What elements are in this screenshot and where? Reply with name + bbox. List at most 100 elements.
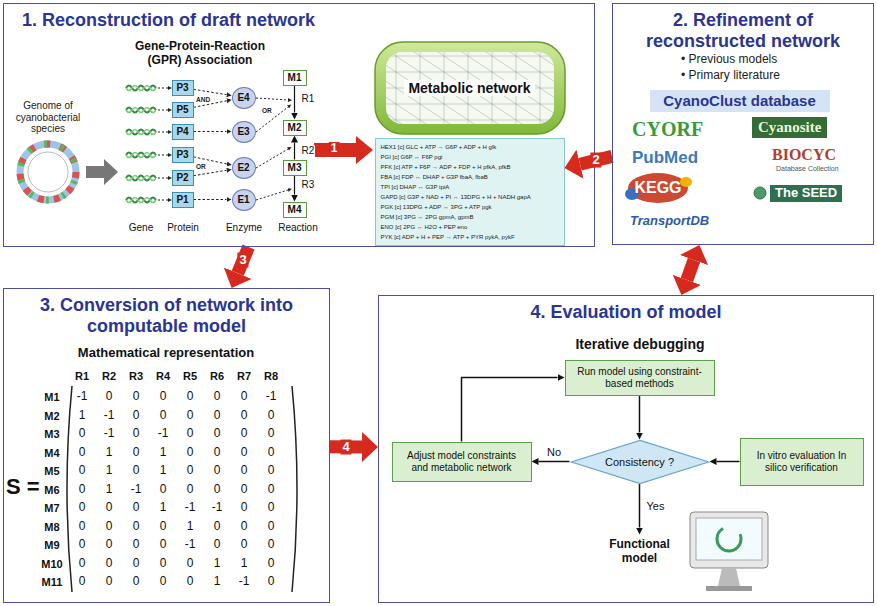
matrix-cell: 0 [106, 538, 113, 552]
matrix-cell: -1 [158, 427, 169, 441]
matrix-cell: 0 [241, 446, 248, 460]
node-text: Adjust model constraints and metabolic n… [401, 450, 523, 474]
step-number: 1 [329, 142, 340, 156]
column-label: Enzyme [226, 222, 262, 234]
edge-label: No [546, 446, 562, 459]
edge-label: 3 [238, 253, 249, 268]
matrix-header: M6 [44, 484, 59, 497]
matrix-cell: -1 [104, 427, 115, 441]
matrix-cell: -1 [104, 409, 115, 423]
matrix-cell: 0 [214, 446, 221, 460]
node-text: M4 [288, 204, 302, 215]
database-logo: PubMed [632, 148, 698, 168]
enzyme-circle: E3 [232, 121, 256, 143]
matrix-cell: 1 [214, 575, 221, 589]
node-text: HEX1 [c] GLC + ATP → G6P + ADP + H glk [381, 142, 559, 152]
matrix-header: M10 [41, 558, 62, 571]
matrix-cell: 0 [268, 464, 275, 478]
matrix-cell: 0 [214, 427, 221, 441]
database-logo: TransportDB [630, 214, 709, 229]
matrix-cell: 0 [187, 409, 194, 423]
protein-box: P5 [172, 102, 194, 118]
gpr-arrow [194, 131, 227, 132]
flow-arrow [539, 461, 570, 463]
matrix-cell: 0 [214, 520, 221, 534]
computer-icon [690, 512, 768, 568]
matrix-cell: 0 [241, 427, 248, 441]
matrix-cell: 0 [160, 390, 167, 404]
kegg-logo [680, 177, 692, 187]
matrix-header: M3 [44, 428, 59, 441]
enzyme-arrow [256, 98, 288, 100]
enzyme-arrow [256, 190, 288, 200]
reaction-arrow [294, 143, 295, 160]
matrix-cell: 0 [106, 520, 113, 534]
node-text: P3 [176, 82, 188, 93]
matrix-header: M11 [42, 576, 63, 589]
matrix-cell: 0 [133, 538, 140, 552]
matrix-cell: 0 [268, 409, 275, 423]
matrix-cell: -1 [185, 538, 196, 552]
matrix-cell: 1 [160, 501, 167, 515]
node-text: E4 [237, 92, 249, 103]
matrix-cell: 0 [187, 575, 194, 589]
diamond-outline [571, 440, 708, 483]
matrix-cell: 0 [268, 483, 275, 497]
node-text: ENO [c] 2PG ↔ H2O + PEP eno [381, 222, 559, 232]
flow-arrow [717, 461, 740, 463]
logic-label: AND [196, 96, 210, 103]
matrix-cell: 0 [133, 557, 140, 571]
flow-arrow [639, 396, 641, 433]
database-logo: The SEED [770, 185, 842, 202]
matrix-cell: 0 [268, 557, 275, 571]
database-logo: Cyanosite [752, 117, 827, 138]
flow-arrow [639, 484, 641, 528]
node-text: TPI [c] DHAP ↔ G3P tpiA [381, 182, 559, 192]
matrix-cell: 0 [160, 520, 167, 534]
matrix-header: M2 [44, 410, 59, 423]
genome-circle [20, 144, 76, 200]
matrix-cell: -1 [185, 501, 196, 515]
gpr-arrow [194, 199, 227, 200]
edge-label: 2 [590, 153, 601, 168]
panel-title: 3. Conversion of network into computable… [14, 295, 319, 336]
protein-box: P1 [172, 192, 194, 208]
matrix-cell: 0 [214, 464, 221, 478]
matrix-cell: 0 [133, 575, 140, 589]
genome-circle [20, 144, 76, 200]
metabolite-box: M3 [283, 160, 307, 176]
node-text: P4 [176, 126, 188, 137]
node-text: In vitro evaluation In silico verificati… [749, 450, 855, 474]
gene-arrow [158, 110, 168, 111]
database-box: CyanoClust database [650, 90, 830, 112]
gpr-arrow [194, 89, 227, 94]
panel-title: 1. Reconstruction of draft network [14, 10, 584, 31]
column-label: Gene [129, 222, 153, 234]
computer-screen [696, 518, 762, 560]
reaction-arrow [294, 176, 295, 195]
gene-icon [126, 198, 156, 203]
matrix-cell: 0 [241, 520, 248, 534]
panel-title: 2. Refinement of reconstructed network [623, 10, 863, 51]
step-panel: 1. Reconstruction of draft networkP3P5P4… [3, 3, 595, 247]
matrix-cell: 0 [241, 538, 248, 552]
matrix-header: R4 [156, 370, 170, 383]
matrix-cell: 0 [187, 557, 194, 571]
node-text: CyanoClust database [663, 92, 816, 109]
matrix-cell: 0 [79, 427, 86, 441]
matrix-cell: 1 [187, 520, 194, 534]
gpr-arrow [194, 170, 227, 175]
protein-box: P3 [172, 80, 194, 96]
gene-icon [126, 108, 156, 113]
genome-circle [20, 144, 76, 200]
matrix-cell: -1 [131, 483, 142, 497]
matrix-cell: 0 [133, 464, 140, 478]
matrix-header: R2 [102, 370, 116, 383]
gene-icon [126, 153, 156, 158]
node-text: M2 [288, 122, 302, 133]
matrix-cell: 1 [79, 409, 86, 423]
gene-arrow [158, 132, 168, 133]
reaction-table: HEX1 [c] GLC + ATP → G6P + ADP + H glkPG… [375, 138, 565, 246]
matrix-cell: 1 [214, 557, 221, 571]
protein-box: P4 [172, 124, 194, 140]
